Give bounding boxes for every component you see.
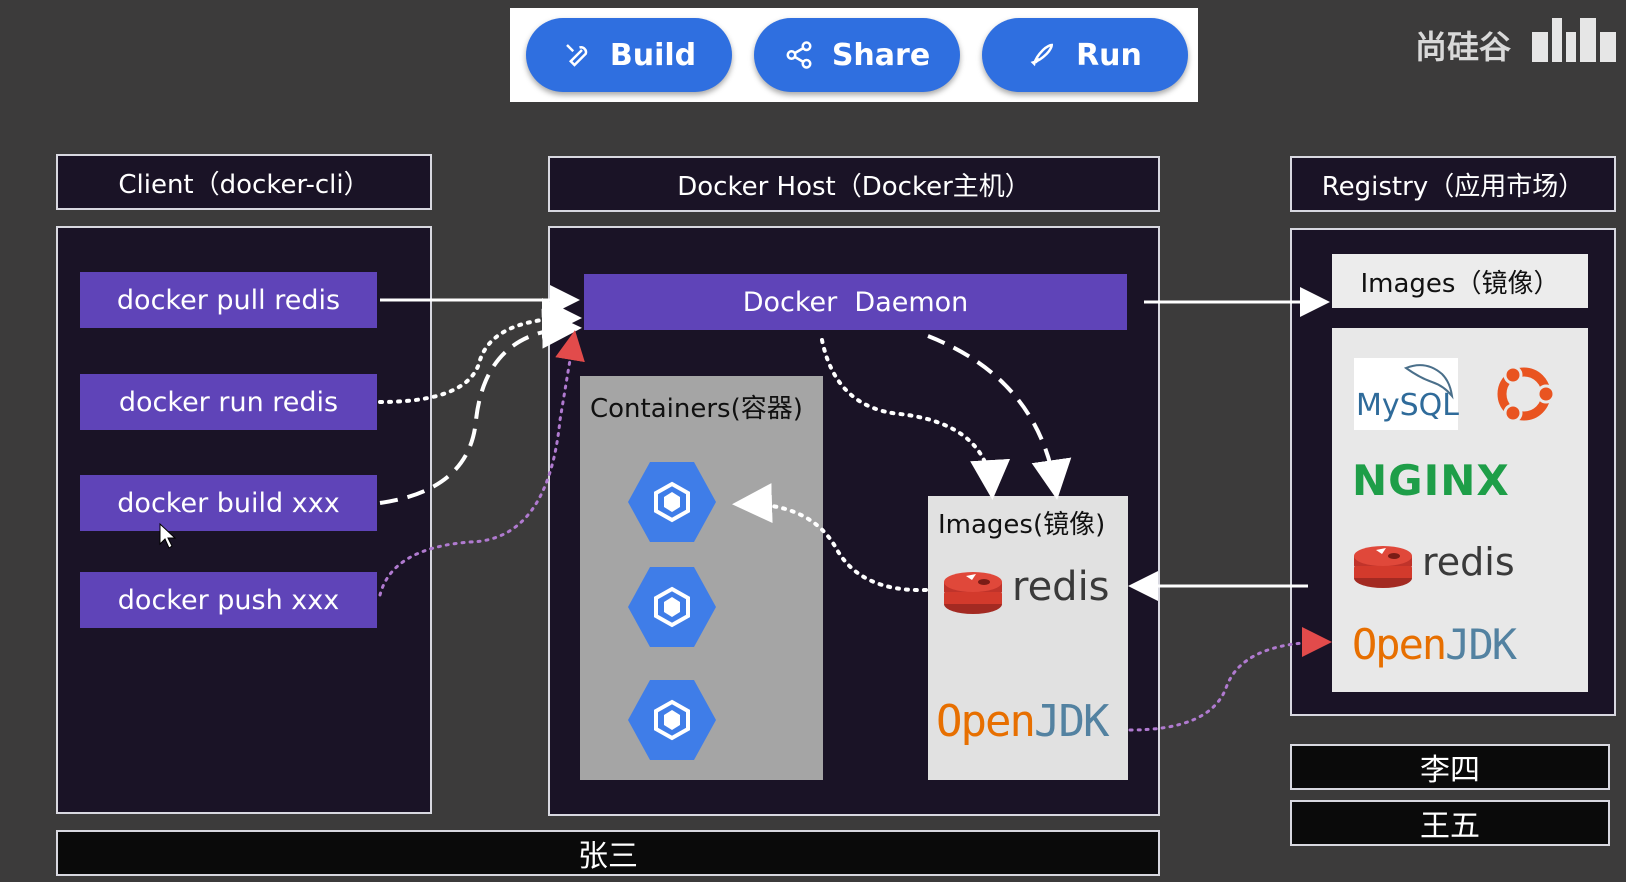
person-wangwu: 王五 — [1290, 800, 1610, 846]
run-label: Run — [1076, 37, 1142, 73]
registry-openjdk-label: OpenJDK — [1352, 620, 1517, 669]
share-icon — [786, 41, 812, 69]
container-2-icon[interactable] — [628, 565, 716, 649]
cmd-docker-build[interactable]: docker build xxx — [80, 475, 377, 531]
arrow-daemon-to-images-dashed — [927, 334, 1072, 500]
mysql-logo: MySQL — [1354, 358, 1460, 430]
registry-header: Registry（应用市场） — [1290, 156, 1616, 212]
mysql-label: MySQL — [1356, 388, 1460, 423]
cmd-docker-push[interactable]: docker push xxx — [80, 572, 377, 628]
redis-icon — [942, 566, 1004, 616]
cmd-docker-pull[interactable]: docker pull redis — [80, 272, 377, 328]
container-1-icon[interactable] — [628, 460, 716, 544]
person-lisi: 李四 — [1290, 744, 1610, 790]
dolphin-icon — [1403, 364, 1454, 400]
host-images-box — [928, 496, 1128, 780]
bilibili-logo-icon — [1528, 8, 1620, 64]
docker-daemon[interactable]: Docker Daemon — [584, 274, 1127, 330]
brand-watermark: 尚硅谷 — [1415, 28, 1512, 66]
host-openjdk-open: Open — [936, 696, 1036, 747]
cmd-docker-run[interactable]: docker run redis — [80, 374, 377, 430]
registry-images-header: Images（镜像） — [1332, 254, 1588, 308]
nginx-logo: NGINX — [1352, 456, 1510, 505]
run-button[interactable]: Run — [982, 18, 1188, 92]
person-zhangsan: 张三 — [56, 830, 1160, 876]
host-images-label: Images(镜像) — [938, 510, 1106, 540]
containers-label: Containers(容器) — [590, 394, 803, 424]
build-label: Build — [609, 37, 697, 73]
registry-redis-icon — [1352, 540, 1414, 590]
host-openjdk-label: OpenJDK — [936, 696, 1109, 747]
arrow-push-to-daemon — [378, 330, 585, 597]
arrow-build-to-daemon — [379, 308, 582, 505]
host-header: Docker Host（Docker主机） — [548, 156, 1160, 212]
wrench-icon — [565, 44, 588, 67]
share-label: Share — [831, 37, 931, 73]
registry-openjdk-open: Open — [1352, 620, 1447, 669]
registry-openjdk-jdk: JDK — [1445, 620, 1517, 669]
arrow-openjdk-push-to-registry — [1128, 627, 1332, 732]
mouse-cursor-icon — [158, 522, 178, 550]
ubuntu-logo-icon — [1488, 358, 1560, 430]
build-button[interactable]: Build — [526, 18, 732, 92]
arrow-daemon-to-images-dotted — [820, 338, 1011, 500]
container-3-icon[interactable] — [628, 678, 716, 762]
client-header: Client（docker-cli） — [56, 154, 432, 210]
host-redis-label: redis — [1012, 564, 1110, 610]
registry-redis-label: redis — [1422, 540, 1515, 584]
arrow-images-to-container — [732, 483, 928, 593]
rocket-icon — [1030, 43, 1054, 67]
share-button[interactable]: Share — [754, 18, 960, 92]
arrow-run-to-daemon — [378, 298, 582, 404]
host-openjdk-jdk: JDK — [1033, 696, 1109, 747]
